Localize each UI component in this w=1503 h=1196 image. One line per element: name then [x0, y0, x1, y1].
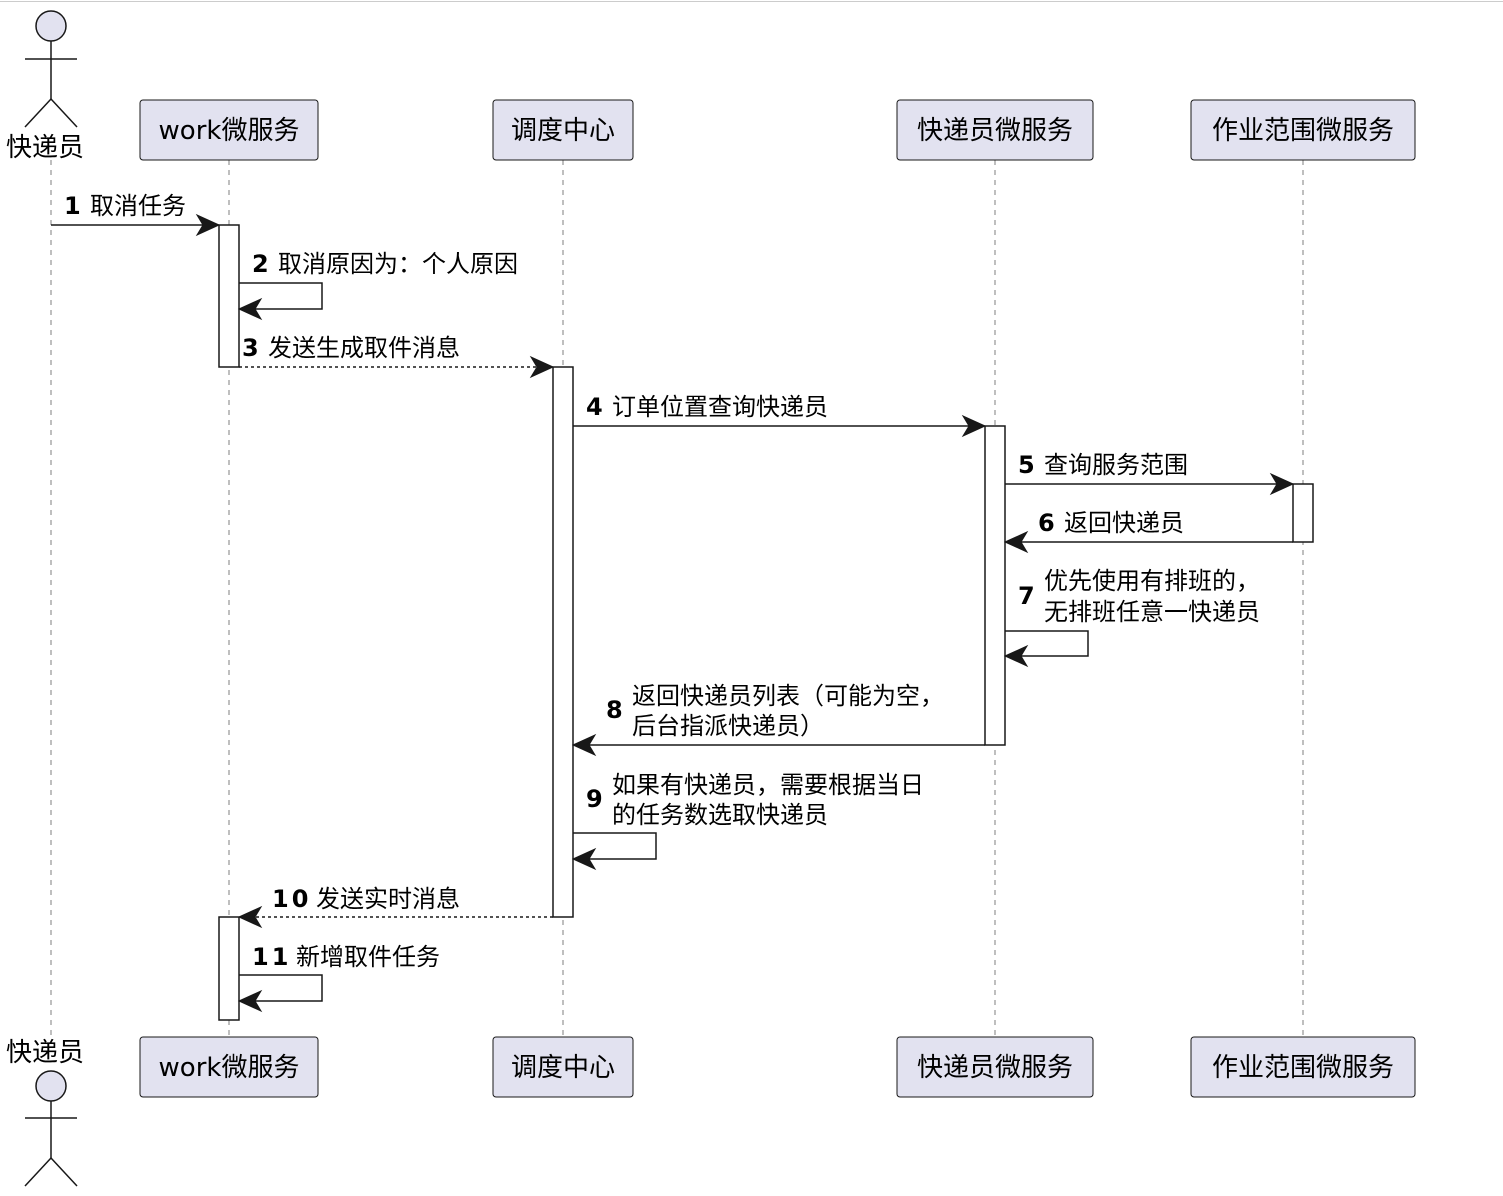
message-label: 订单位置查询快递员 [612, 393, 828, 421]
message-label: 如果有快递员，需要根据当日 [612, 771, 924, 799]
message-label: 取消任务 [90, 192, 186, 220]
message-label: 取消原因为：个人原因 [278, 250, 518, 278]
participant-courier-service-top: 快递员微服务 [896, 99, 1094, 161]
activation-bar [218, 916, 240, 1021]
sequence-number: 4 [586, 393, 603, 421]
message-11: 11 新增取件任务 [237, 943, 440, 1013]
sequence-number: 10 [272, 885, 311, 913]
sequence-number: 6 [1038, 509, 1055, 537]
message-label: 返回快递员列表（可能为空， [632, 682, 944, 710]
message-label: 的任务数选取快递员 [612, 801, 828, 829]
activation-bar [1292, 483, 1314, 543]
participant-label: work微服务 [159, 1053, 300, 1083]
message-label: 优先使用有排班的， [1044, 567, 1260, 595]
participant-dispatch-center-top: 调度中心 [492, 99, 634, 161]
sequence-number: 9 [586, 785, 603, 813]
participant-scope-service-bottom: 作业范围微服务 [1190, 1036, 1416, 1098]
activation-bar [984, 425, 1006, 746]
message-label: 发送生成取件消息 [268, 334, 460, 362]
activation-bar [552, 366, 574, 918]
message-8: 8 返回快递员列表（可能为空， 后台指派快递员） [571, 682, 985, 757]
sequence-number: 7 [1018, 582, 1035, 610]
message-6: 6 返回快递员 [1003, 509, 1293, 554]
participant-label: 作业范围微服务 [1212, 116, 1394, 146]
message-5: 5 查询服务范围 [1005, 451, 1295, 496]
message-label: 无排班任意一快递员 [1044, 598, 1260, 626]
sequence-number: 8 [606, 696, 623, 724]
message-1: 1 取消任务 [51, 192, 221, 237]
participant-label: 快递员微服务 [917, 116, 1073, 146]
participant-label: 调度中心 [511, 1053, 615, 1083]
participant-scope-service-top: 作业范围微服务 [1190, 99, 1416, 161]
activation-bar [218, 224, 240, 368]
sequence-number: 1 [64, 192, 81, 220]
actor-figure-icon [24, 10, 78, 128]
sequence-number: 11 [252, 943, 291, 971]
message-label: 返回快递员 [1064, 509, 1184, 537]
participant-work-service-top: work微服务 [139, 99, 319, 161]
participant-work-service-bottom: work微服务 [139, 1036, 319, 1098]
sequence-number: 2 [252, 250, 269, 278]
actor-label: 快递员 [6, 133, 84, 163]
activations [218, 224, 1314, 1021]
message-label: 查询服务范围 [1044, 451, 1188, 479]
participant-label: 调度中心 [511, 116, 615, 146]
participant-dispatch-center-bottom: 调度中心 [492, 1036, 634, 1098]
actor-courier-top: 快递员 [6, 10, 84, 163]
participant-courier-service-bottom: 快递员微服务 [896, 1036, 1094, 1098]
sequence-number: 3 [242, 334, 259, 362]
message-3: 3 发送生成取件消息 [239, 334, 555, 379]
actor-label: 快递员 [6, 1038, 84, 1068]
message-7: 7 优先使用有排班的， 无排班任意一快递员 [1003, 567, 1260, 668]
message-2: 2 取消原因为：个人原因 [237, 250, 518, 321]
message-4: 4 订单位置查询快递员 [573, 393, 987, 438]
participant-label: 快递员微服务 [917, 1053, 1073, 1083]
actor-figure-icon [24, 1070, 78, 1187]
message-10: 10 发送实时消息 [237, 885, 553, 929]
message-label: 新增取件任务 [296, 943, 440, 971]
sequence-number: 5 [1018, 451, 1035, 479]
actor-courier-bottom: 快递员 [6, 1038, 84, 1187]
message-label: 发送实时消息 [316, 885, 460, 913]
participant-label: 作业范围微服务 [1212, 1053, 1394, 1083]
message-label: 后台指派快递员） [632, 712, 824, 740]
message-9: 9 如果有快递员，需要根据当日 的任务数选取快递员 [571, 771, 924, 871]
participant-label: work微服务 [159, 116, 300, 146]
